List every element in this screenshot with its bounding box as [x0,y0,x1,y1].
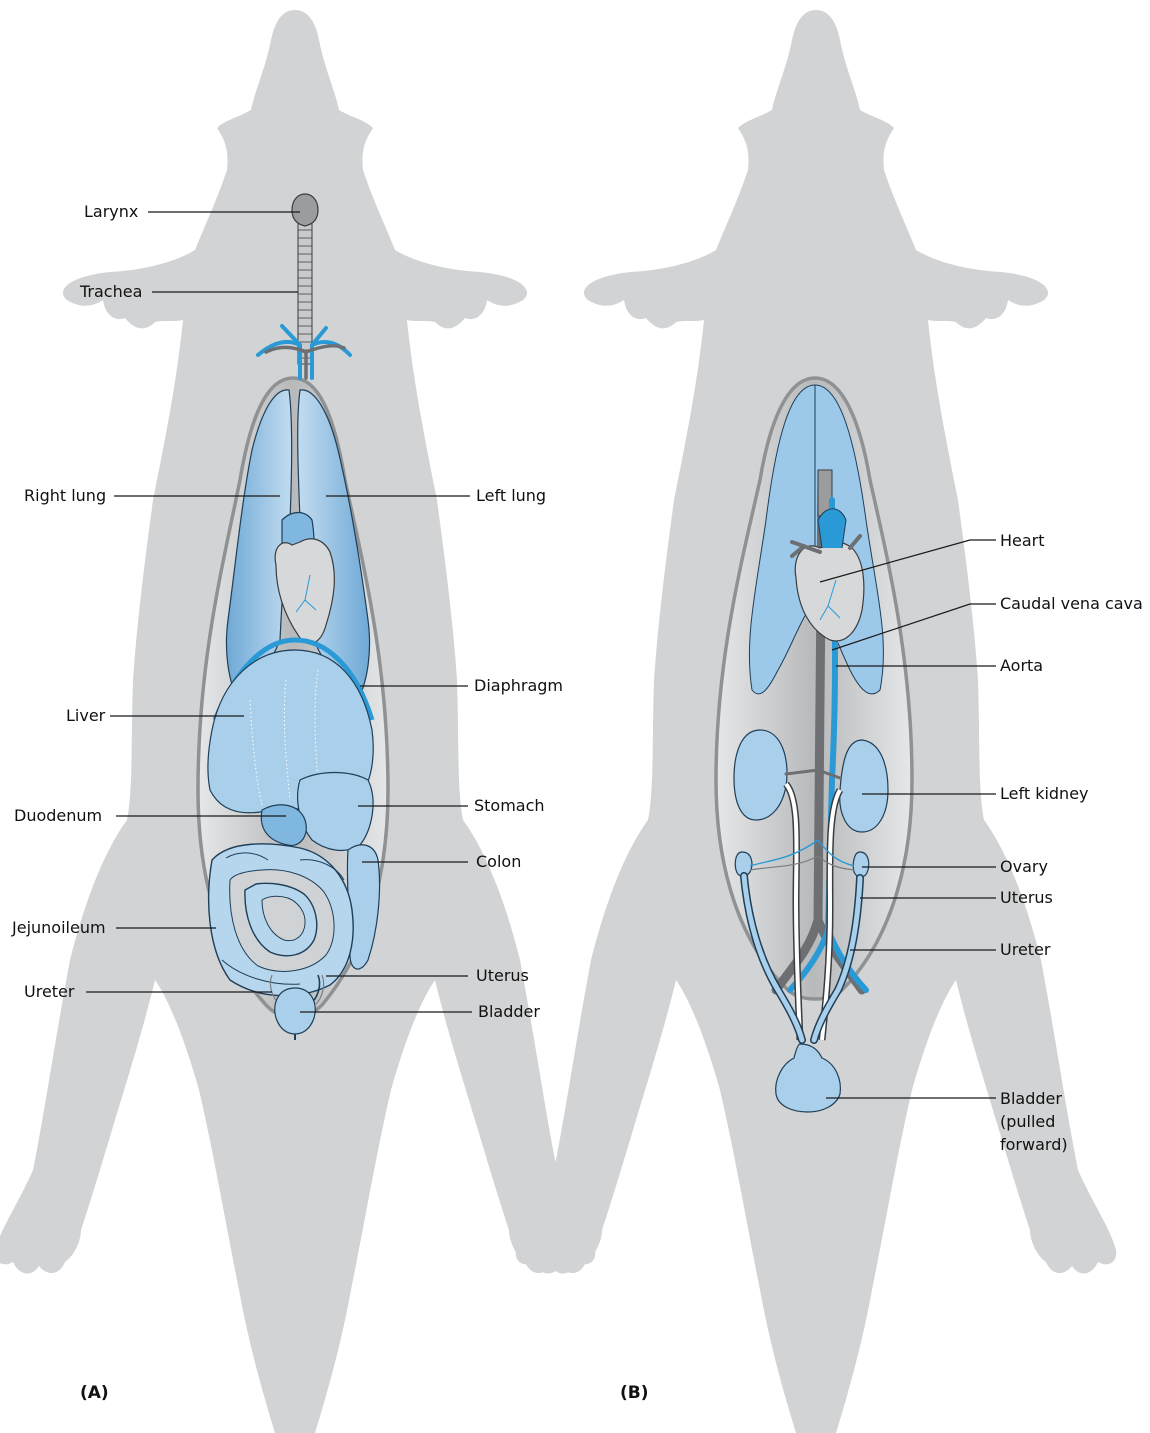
panel-b: Heart Caudal vena cava Aorta Left kidney… [516,10,1143,1433]
label-ovary-b: Ovary [1000,857,1048,876]
label-duodenum-a: Duodenum [14,806,102,825]
label-uterus-b: Uterus [1000,888,1053,907]
label-larynx-a: Larynx [84,202,138,221]
left-ovary-b [853,852,868,877]
right-kidney-b [734,730,787,820]
jejunoileum-a [209,844,354,996]
label-bladder-line2-b: (pulled [1000,1112,1055,1131]
label-bladder-a: Bladder [478,1002,540,1021]
heart-great-vessels-b [818,509,846,548]
label-trachea-a: Trachea [79,282,142,301]
label-jejunoileum-a: Jejunoileum [11,918,106,937]
label-aorta-b: Aorta [1000,656,1043,675]
label-diaphragm-a: Diaphragm [474,676,563,695]
panel-label-a: (A) [80,1383,109,1403]
label-uterus-a: Uterus [476,966,529,985]
panel-label-b: (B) [620,1383,649,1403]
label-left-lung-a: Left lung [476,486,546,505]
label-left-kidney-b: Left kidney [1000,784,1089,803]
label-bladder-line1-b: Bladder [1000,1089,1062,1108]
larynx-a [292,194,318,226]
label-liver-a: Liver [66,706,106,725]
label-stomach-a: Stomach [474,796,545,815]
label-right-lung-a: Right lung [24,486,106,505]
panel-a: Larynx Trachea Right lung Left lung Diap… [0,10,595,1433]
bladder-a [275,988,315,1034]
label-bladder-line3-b: forward) [1000,1135,1068,1154]
label-heart-b: Heart [1000,531,1045,550]
left-kidney-b [840,740,888,832]
label-colon-a: Colon [476,852,521,871]
label-ureter-a: Ureter [24,982,75,1001]
label-caudal-vena-cava-b: Caudal vena cava [1000,594,1143,613]
label-ureter-b: Ureter [1000,940,1051,959]
